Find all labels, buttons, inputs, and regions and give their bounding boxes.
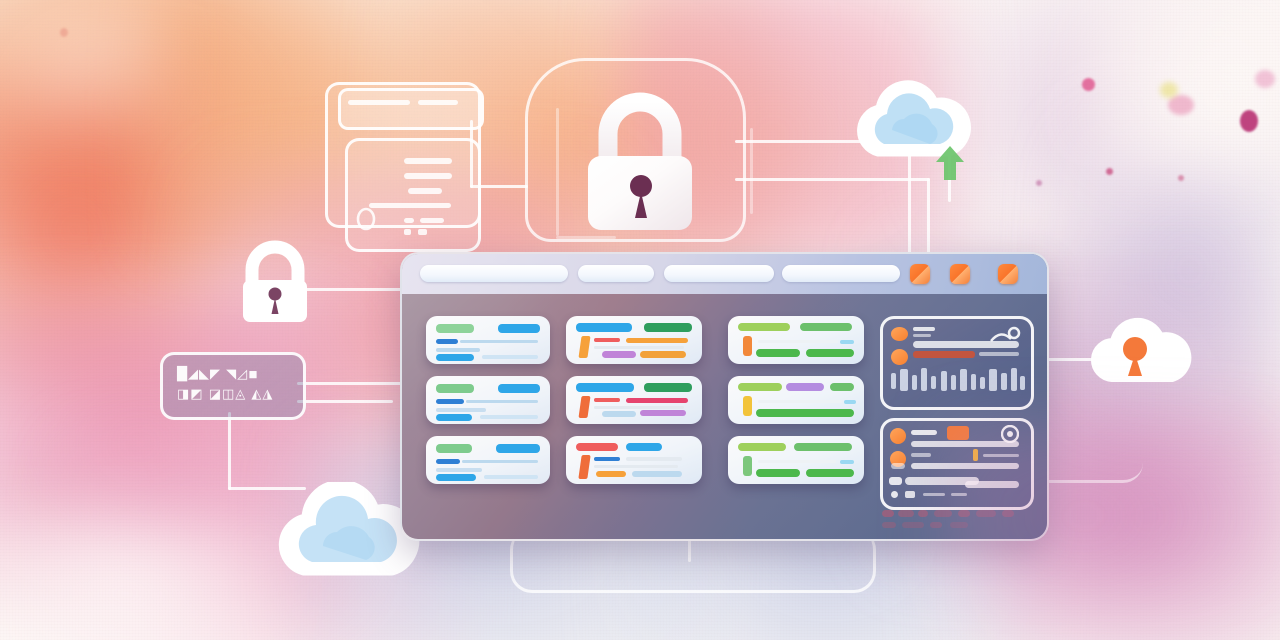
splatter-dot-a bbox=[1106, 168, 1113, 175]
splatter-pink bbox=[1082, 78, 1095, 91]
splatter-pink-2 bbox=[1168, 95, 1194, 115]
splatter-pink-3 bbox=[1255, 70, 1275, 88]
side-panel-chart[interactable] bbox=[880, 316, 1034, 410]
window-button-maximize[interactable] bbox=[950, 264, 970, 284]
tab-2[interactable] bbox=[578, 265, 654, 282]
splatter-magenta bbox=[1240, 110, 1258, 132]
card-row3-col3[interactable] bbox=[728, 436, 864, 484]
annotation-note[interactable]: █◢◣◤ ◥◿◾ ◨◩ ◪◫◬ ◭◮ bbox=[160, 352, 306, 420]
tab-3[interactable] bbox=[664, 265, 774, 282]
window-button-minimize[interactable] bbox=[910, 264, 930, 284]
card-row1-col1[interactable] bbox=[426, 316, 550, 364]
browser-window[interactable] bbox=[400, 252, 1049, 541]
annotation-note-line2: ◨◩ ◪◫◬ ◭◮ bbox=[177, 387, 274, 402]
card-row2-col3[interactable] bbox=[728, 376, 864, 424]
upload-arrow-icon bbox=[936, 146, 964, 180]
side-panel-list[interactable] bbox=[880, 418, 1034, 510]
card-row1-col3[interactable] bbox=[728, 316, 864, 364]
card-row3-col1[interactable] bbox=[426, 436, 550, 484]
annotation-note-line1: █◢◣◤ ◥◿◾ bbox=[177, 367, 259, 382]
tab-4[interactable] bbox=[782, 265, 900, 282]
padlock-small-icon bbox=[232, 238, 318, 322]
splatter-dot-c bbox=[1036, 180, 1042, 186]
cloud-upload-icon bbox=[848, 78, 978, 164]
card-row2-col1[interactable] bbox=[426, 376, 550, 424]
splatter-dot-b bbox=[1178, 175, 1184, 181]
document-circle-icon bbox=[356, 207, 376, 231]
list-avatar-1 bbox=[890, 428, 906, 444]
cloud-lock-icon bbox=[1088, 316, 1198, 388]
window-button-close[interactable] bbox=[998, 264, 1018, 284]
cloud-storage-icon bbox=[268, 479, 446, 584]
card-row1-col2[interactable] bbox=[566, 316, 702, 364]
window-titlebar bbox=[402, 254, 1047, 294]
panel-chart-pointer-icon bbox=[990, 326, 1021, 342]
card-row2-col2[interactable] bbox=[566, 376, 702, 424]
tab-1[interactable] bbox=[420, 265, 568, 282]
card-row3-col2[interactable] bbox=[566, 436, 702, 484]
panel-avatar-2 bbox=[891, 349, 908, 365]
padlock-icon bbox=[560, 80, 720, 240]
panel-avatar-1 bbox=[891, 327, 908, 341]
splatter-yellow bbox=[1160, 82, 1178, 98]
